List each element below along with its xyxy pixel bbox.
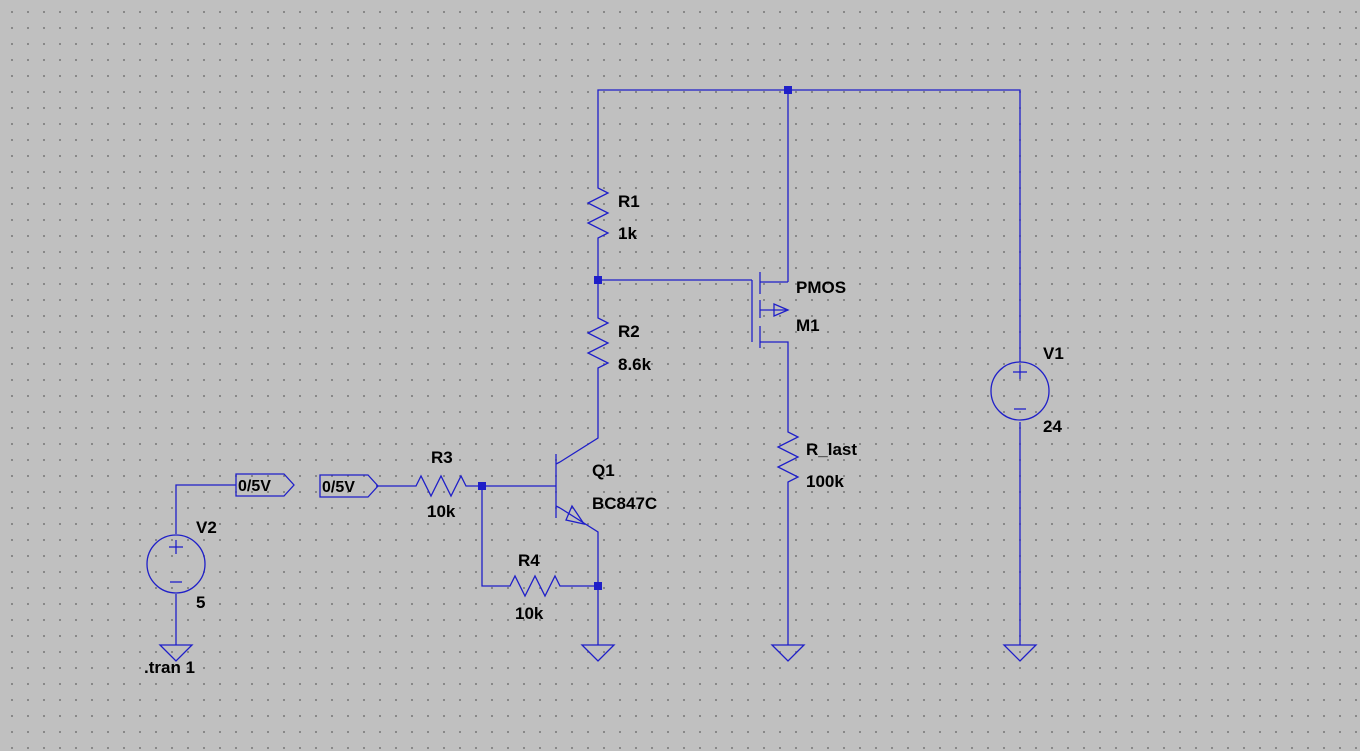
r-last-ref[interactable]: R_last xyxy=(806,440,857,459)
junctions xyxy=(478,86,792,590)
v2-ref[interactable]: V2 xyxy=(196,518,217,537)
junction-dot xyxy=(478,482,486,490)
v2-value[interactable]: 5 xyxy=(196,593,205,612)
wire-r2-collector[interactable] xyxy=(559,374,599,463)
resistor-r3[interactable] xyxy=(406,474,470,498)
wire-v2-flag[interactable] xyxy=(175,484,236,534)
voltage-source-v1-icon xyxy=(990,361,1050,421)
r3-value[interactable]: 10k xyxy=(427,502,456,521)
resistor-r2-icon xyxy=(586,310,610,374)
v1-value[interactable]: 24 xyxy=(1043,417,1062,436)
resistor-r4[interactable] xyxy=(502,574,566,598)
wire-emitter[interactable] xyxy=(559,507,599,645)
m1-ref[interactable]: M1 xyxy=(796,316,820,335)
wire-base-r4[interactable] xyxy=(481,486,502,587)
resistor-r1[interactable] xyxy=(586,182,610,246)
resistor-r-last-icon xyxy=(776,422,800,502)
r-last-value[interactable]: 100k xyxy=(806,472,844,491)
ground-icon[interactable] xyxy=(158,644,194,662)
q1-model[interactable]: BC847C xyxy=(592,494,657,513)
junction-dot xyxy=(784,86,792,94)
resistor-r1-icon xyxy=(586,182,610,246)
transistor-q1[interactable] xyxy=(555,454,586,525)
wire-top-rail[interactable] xyxy=(597,89,1021,362)
net-flag-in-shape xyxy=(319,474,379,498)
voltage-source-v2-icon xyxy=(146,534,206,594)
resistor-r2[interactable] xyxy=(586,310,610,374)
r2-ref[interactable]: R2 xyxy=(618,322,640,341)
resistor-r-last[interactable] xyxy=(776,422,800,502)
net-flag-out-shape xyxy=(235,473,295,497)
junction-dot xyxy=(594,276,602,284)
net-flag-in[interactable]: 0/5V xyxy=(319,474,379,498)
v1-ref[interactable]: V1 xyxy=(1043,344,1064,363)
npn-collector xyxy=(555,461,561,465)
voltage-source-v2[interactable] xyxy=(146,534,206,594)
net-flag-out[interactable]: 0/5V xyxy=(235,473,295,497)
r3-ref[interactable]: R3 xyxy=(431,448,453,467)
r1-ref[interactable]: R1 xyxy=(618,192,640,211)
npn-emitter-arrow-icon xyxy=(565,504,586,525)
resistor-r3-icon xyxy=(406,474,470,498)
labels: R1 1k R2 8.6k PMOS M1 V1 24 R_last 100k … xyxy=(144,192,1064,677)
resistor-r4-icon xyxy=(502,574,566,598)
spice-directive[interactable]: .tran 1 xyxy=(144,658,195,677)
ground-icon[interactable] xyxy=(770,644,806,662)
ground-icon[interactable] xyxy=(580,644,616,662)
ground-icon[interactable] xyxy=(1002,644,1038,662)
pmos-arrow-icon xyxy=(773,303,790,317)
r4-ref[interactable]: R4 xyxy=(518,551,540,570)
net-flag-in-label: 0/5V xyxy=(322,479,355,496)
mosfet-m1[interactable] xyxy=(751,272,790,348)
npn-emitter xyxy=(555,505,561,509)
r4-value[interactable]: 10k xyxy=(515,604,544,623)
net-flag-out-label: 0/5V xyxy=(238,478,271,495)
voltage-source-v1[interactable] xyxy=(990,361,1050,421)
wire-m1-drain[interactable] xyxy=(764,341,789,422)
q1-ref[interactable]: Q1 xyxy=(592,461,615,480)
r2-value[interactable]: 8.6k xyxy=(618,355,652,374)
junction-dot xyxy=(594,582,602,590)
m1-model[interactable]: PMOS xyxy=(796,278,846,297)
grounds xyxy=(158,644,1038,662)
r1-value[interactable]: 1k xyxy=(618,224,637,243)
